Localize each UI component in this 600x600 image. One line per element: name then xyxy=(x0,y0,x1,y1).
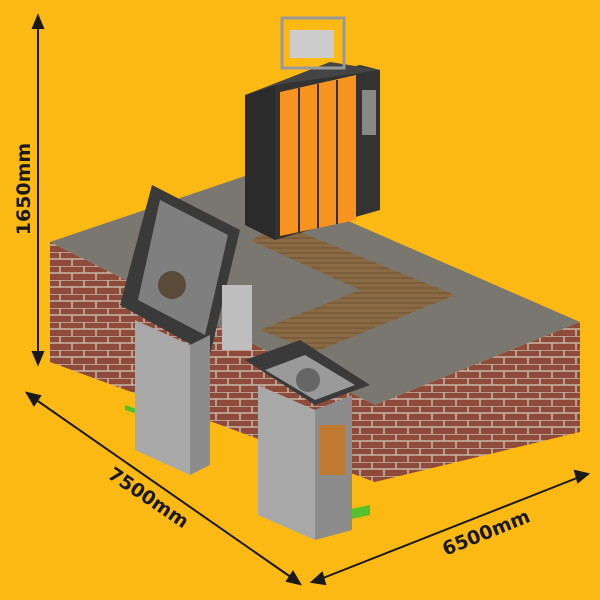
length-dimension-arrow xyxy=(24,391,303,586)
wooden-walkway xyxy=(250,226,455,352)
width-dimension-arrow xyxy=(309,469,591,586)
transformer-frame xyxy=(280,16,346,70)
right-furnace xyxy=(245,340,370,540)
height-dimension-label: 1650mm xyxy=(13,142,36,236)
left-furnace xyxy=(120,185,252,475)
height-dimension-arrow xyxy=(31,13,45,367)
control-cabinet xyxy=(245,16,380,240)
